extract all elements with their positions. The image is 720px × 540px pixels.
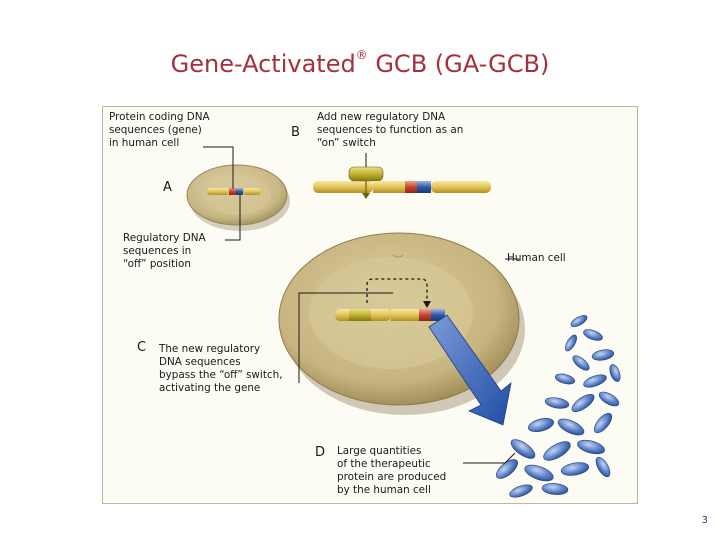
label-add-regulatory: Add new regulatory DNA sequences to func… (317, 111, 464, 149)
label-human-cell: Human cell (507, 252, 566, 264)
gene-activation-figure: Protein coding DNA sequences (gene) in h… (102, 106, 638, 504)
title-main: Gene-Activated (170, 50, 356, 78)
title-rest: GCB (GA-GCB) (367, 50, 550, 78)
activated-gene-dna (335, 278, 445, 321)
registered-mark: ® (355, 48, 368, 62)
small-human-cell (186, 164, 290, 231)
label-protein-coding: Protein coding DNA sequences (gene) in h… (109, 111, 210, 149)
figure-illustration (186, 146, 621, 498)
letter-a: A (163, 180, 172, 195)
label-large-quantities: Large quantities of the therapeutic prot… (337, 445, 447, 496)
letter-b: B (291, 125, 300, 140)
label-bypass: The new regulatory DNA sequences bypass … (159, 343, 283, 394)
page-number: 3 (701, 515, 708, 526)
letter-d: D (315, 445, 326, 460)
expression-arrow (428, 314, 512, 426)
leader-line-d (463, 452, 516, 464)
regulatory-dna-insert (313, 166, 491, 199)
leader-lines-c (298, 258, 519, 383)
leader-lines-a (203, 146, 241, 241)
letter-c: C (137, 340, 147, 355)
label-regulatory-off: Regulatory DNA sequences in “off” positi… (123, 232, 206, 270)
slide-title: Gene-Activated® GCB (GA-GCB) (0, 48, 720, 78)
therapeutic-proteins (496, 315, 621, 498)
